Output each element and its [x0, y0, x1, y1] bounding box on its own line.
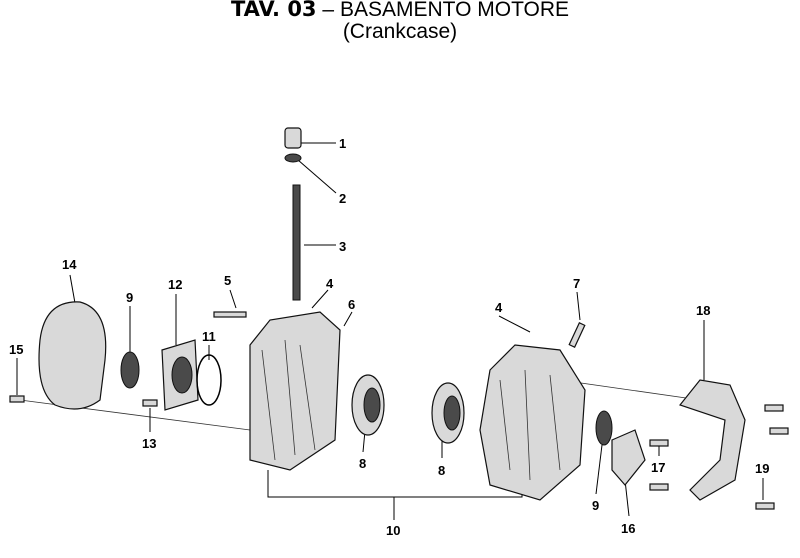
callout-8-right: 8	[438, 463, 445, 478]
part-bolt-5	[213, 311, 247, 318]
diagram-title: TAV. 03 – BASAMENTO MOTORE	[0, 0, 800, 22]
callout-10: 10	[386, 523, 400, 538]
callout-6: 6	[348, 297, 355, 312]
part-plug	[284, 127, 302, 149]
part-bearing-8-left	[351, 374, 385, 436]
part-screws	[9, 395, 789, 510]
part-cover-16	[611, 429, 646, 486]
callout-14: 14	[62, 257, 77, 272]
callout-5: 5	[224, 273, 231, 288]
title-name: BASAMENTO MOTORE	[339, 0, 570, 21]
table-code: TAV. 03	[230, 0, 317, 21]
part-bearing-8-right	[431, 382, 465, 444]
part-pin-7	[568, 322, 586, 348]
title-separator: –	[322, 0, 335, 21]
part-bearing-plate	[161, 339, 199, 411]
callout-3: 3	[339, 239, 346, 254]
callout-labels: 1 2 3 4 5 6 14 9 12 11 15 13 8 8 10 4 7 …	[9, 136, 769, 538]
callout-18: 18	[696, 303, 710, 318]
callout-9-right: 9	[592, 498, 599, 513]
part-stud	[292, 184, 301, 301]
callout-11: 11	[202, 329, 216, 344]
part-washer	[284, 153, 302, 163]
callout-8: 8	[359, 456, 366, 471]
diagram-subtitle: (Crankcase)	[342, 20, 458, 43]
part-o-ring	[196, 354, 222, 406]
part-guard-18	[678, 379, 746, 501]
part-seal-9-right	[595, 410, 613, 446]
part-right-crankcase	[479, 344, 586, 501]
callout-19: 19	[755, 461, 769, 476]
part-left-crankcase	[249, 311, 341, 471]
part-left-cover	[38, 301, 107, 410]
callout-13: 13	[142, 436, 156, 451]
callout-1: 1	[339, 136, 346, 151]
callout-4: 4	[326, 276, 334, 291]
callout-9: 9	[126, 290, 133, 305]
callout-7: 7	[573, 276, 580, 291]
callout-4-right: 4	[495, 300, 503, 315]
callout-12: 12	[168, 277, 182, 292]
callout-16: 16	[621, 521, 635, 536]
callout-2: 2	[339, 191, 346, 206]
part-seal-9-left	[120, 351, 140, 389]
callout-15: 15	[9, 342, 23, 357]
callout-17: 17	[651, 460, 665, 475]
